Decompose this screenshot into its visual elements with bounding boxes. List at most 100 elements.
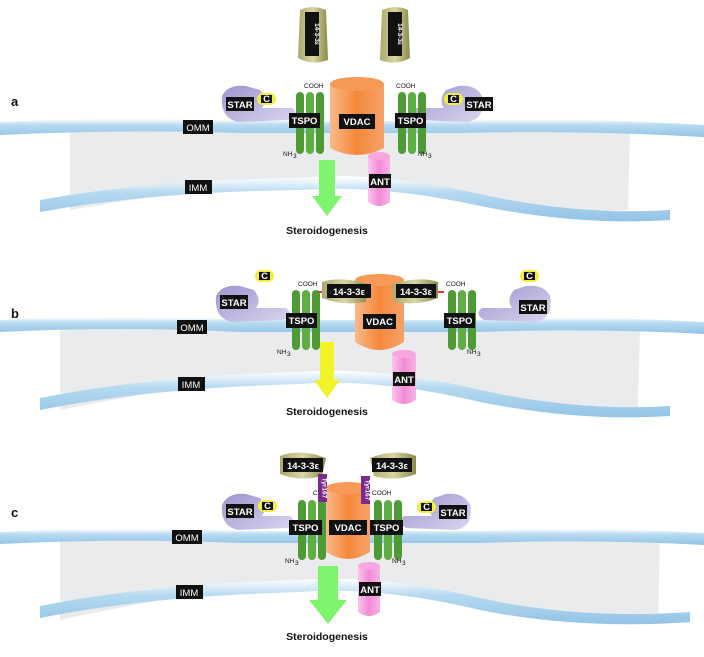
imm-label: IMM [180, 588, 199, 599]
svg-text:Tyr167: Tyr167 [364, 480, 371, 501]
svg-text:ANT: ANT [394, 375, 414, 386]
svg-text:STAR: STAR [227, 507, 252, 518]
svg-text:NH: NH [277, 349, 287, 356]
svg-text:COOH: COOH [446, 281, 466, 288]
omm-label-box [177, 320, 207, 334]
svg-text:COOH: COOH [304, 83, 324, 90]
steroidogenesis-arrow [312, 160, 342, 216]
vdac-channel: VDAC [326, 482, 370, 559]
panel-letter: c [11, 505, 18, 520]
tspo-right: TSPO COOH NH 3 [395, 83, 432, 160]
star-protein-left: STAR C [215, 270, 290, 322]
matrix-area [60, 540, 660, 622]
ant-transporter: ANT [358, 562, 381, 616]
svg-text:C: C [423, 502, 430, 513]
imm-label: IMM [189, 183, 208, 194]
panel-letter: b [11, 306, 19, 321]
svg-text:STAR: STAR [466, 100, 491, 111]
svg-text:NH: NH [283, 151, 293, 158]
svg-text:TSPO: TSPO [292, 116, 318, 127]
omm-label: OMM [175, 533, 198, 544]
svg-text:ANT: ANT [370, 177, 390, 188]
svg-text:3: 3 [295, 560, 299, 567]
svg-text:COOH: COOH [396, 83, 416, 90]
svg-text:NH: NH [418, 151, 428, 158]
svg-text:C: C [263, 94, 270, 105]
svg-text:TSPO: TSPO [398, 116, 424, 127]
svg-text:STAR: STAR [221, 298, 246, 309]
imm-label-box [185, 180, 212, 194]
tspo-left: TSPO COOH NH 3 [277, 281, 327, 358]
tspo-right: TSPO COOH NH 3 [370, 490, 406, 567]
caption: Steroidogenesis [286, 406, 368, 418]
star-protein-right: STAR C [400, 493, 471, 530]
svg-text:COOH: COOH [372, 490, 392, 497]
panel-a: a OMM IMM 14-3-3ε 14-3-3ε STAR C [0, 7, 704, 237]
svg-text:3: 3 [287, 351, 291, 358]
svg-text:14-3-3ε: 14-3-3ε [400, 287, 432, 298]
star-protein-left: STAR C [221, 85, 296, 122]
svg-text:C: C [261, 271, 268, 282]
star-protein-right: STAR C [478, 270, 551, 322]
svg-text:COOH: COOH [298, 281, 318, 288]
steroidogenesis-arrow [309, 566, 347, 624]
svg-text:NH: NH [467, 349, 477, 356]
svg-text:3: 3 [428, 153, 432, 160]
protein-1433-right: 14-3-3ε [380, 7, 410, 63]
svg-text:3: 3 [402, 560, 406, 567]
steroidogenesis-arrow [314, 342, 340, 398]
svg-text:STAR: STAR [227, 100, 252, 111]
svg-text:14-3-3ε: 14-3-3ε [333, 287, 365, 298]
svg-text:3: 3 [293, 153, 297, 160]
ant-transporter: ANT [368, 152, 391, 206]
imm-label-box [176, 585, 203, 599]
svg-text:NH: NH [285, 558, 295, 565]
protein-1433-right: 14-3-3ε [392, 279, 438, 304]
tyr-phospho-left: Tyr167 [318, 474, 328, 502]
protein-1433-right: 14-3-3ε [370, 452, 416, 479]
panel-letter: a [11, 94, 19, 109]
star-protein-right: STAR C [410, 85, 493, 122]
omm-label: OMM [186, 123, 209, 134]
svg-text:Tyr167: Tyr167 [321, 478, 328, 499]
svg-text:TSPO: TSPO [447, 316, 473, 327]
svg-text:C: C [450, 94, 457, 105]
tspo-right: TSPO COOH NH 3 [435, 281, 481, 358]
svg-text:TSPO: TSPO [293, 523, 319, 534]
imm-label-box [178, 377, 205, 391]
protein-1433-left: 14-3-3ε [280, 452, 326, 479]
caption: Steroidogenesis [286, 225, 368, 237]
ant-transporter: ANT [392, 350, 416, 404]
svg-text:3: 3 [477, 351, 481, 358]
protein-1433-left: 14-3-3ε [298, 7, 328, 63]
omm-label-box [172, 530, 202, 544]
svg-text:C: C [526, 271, 533, 282]
svg-text:TSPO: TSPO [289, 316, 315, 327]
svg-text:VDAC: VDAC [344, 117, 371, 128]
svg-text:TSPO: TSPO [374, 523, 400, 534]
svg-text:14-3-3ε: 14-3-3ε [313, 23, 320, 45]
svg-text:14-3-3ε: 14-3-3ε [287, 461, 319, 472]
caption: Steroidogenesis [286, 631, 368, 643]
svg-text:ANT: ANT [360, 585, 380, 596]
protein-1433-left: 14-3-3ε [322, 279, 371, 304]
vdac-channel: VDAC [330, 77, 384, 155]
tspo-left: TSPO COOH NH 3 [285, 490, 333, 567]
svg-text:STAR: STAR [520, 303, 545, 314]
svg-text:VDAC: VDAC [335, 523, 362, 534]
svg-text:NH: NH [392, 558, 402, 565]
matrix-area [60, 328, 640, 411]
tyr-phospho-right: Tyr167 [361, 476, 371, 504]
svg-text:C: C [264, 501, 271, 512]
panel-c: c OMM IMM STAR C STAR C T [0, 452, 704, 643]
svg-text:VDAC: VDAC [366, 317, 393, 328]
star-protein-left: STAR C [221, 493, 294, 530]
svg-text:14-3-3ε: 14-3-3ε [396, 23, 403, 45]
tspo-left: TSPO COOH NH 3 [283, 83, 324, 160]
svg-text:STAR: STAR [440, 508, 465, 519]
panel-b: b OMM IMM STAR C STAR C T [0, 270, 704, 418]
svg-text:14-3-3ε: 14-3-3ε [376, 461, 408, 472]
matrix-area [70, 128, 630, 211]
omm-label-box [183, 120, 213, 134]
